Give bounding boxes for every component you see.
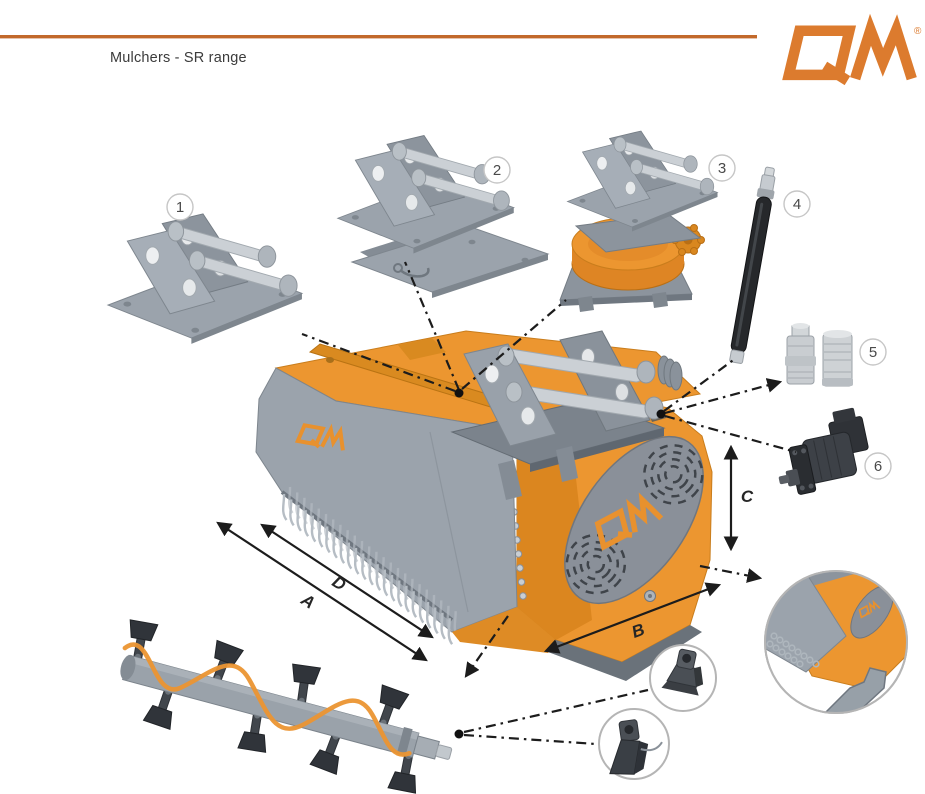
dimension-label-A: A (297, 590, 318, 613)
dimension-arrow-D (260, 523, 434, 639)
blade-flail-inset (598, 708, 670, 780)
line-to-part-1 (301, 332, 456, 393)
part-4-hydraulic-hose (729, 166, 776, 364)
line-to-part-2 (403, 261, 461, 391)
junction-dot-right (656, 409, 666, 419)
registered-mark: ® (914, 26, 922, 37)
top-mount-bracket (450, 330, 683, 500)
helix-line (122, 642, 412, 757)
svg-text:3: 3 (718, 160, 726, 177)
part-number-1: 1 (166, 193, 194, 221)
part-number-5: 5 (859, 338, 887, 366)
part-1-fixed-mount-bracket (107, 213, 303, 345)
svg-text:2: 2 (493, 162, 501, 179)
line-to-part-3 (461, 299, 567, 390)
line-to-blade-inset (463, 733, 597, 746)
part-number-6: 6 (864, 452, 892, 480)
line-to-rotor (464, 615, 509, 678)
header: Mulchers - SR range ® (0, 26, 922, 81)
svg-text:6: 6 (874, 458, 882, 475)
line-to-hammer-inset (463, 688, 649, 734)
page-title: Mulchers - SR range (110, 50, 247, 66)
line-to-part-5 (664, 378, 783, 415)
rotor-assembly (120, 619, 453, 794)
junction-dot-bottom (454, 729, 464, 739)
junction-dot-top (454, 388, 464, 398)
hammer-flail-inset (649, 644, 717, 712)
dimension-label-C: C (741, 487, 754, 506)
part-2-tilting-mount-bracket (337, 135, 550, 298)
part-number-3: 3 (708, 154, 736, 182)
line-to-skid-inset (699, 564, 763, 583)
part-number-badges: 1 2 3 4 5 6 (166, 154, 892, 480)
part-6-hydraulic-motor (778, 407, 869, 495)
mulcher-body (255, 330, 713, 681)
part-3-mount-bracket-rotator (559, 130, 718, 312)
line-to-part-4 (663, 357, 737, 412)
header-rule (0, 35, 757, 39)
part-5-quick-couplers (785, 323, 853, 387)
line-to-part-6 (664, 414, 797, 454)
bottom-frame (452, 607, 556, 653)
qm-logo-icon (789, 30, 912, 81)
part-number-2: 2 (483, 156, 511, 184)
coupler-male (785, 323, 816, 385)
dimension-arrow-B (543, 582, 722, 654)
coupler-female (822, 330, 853, 387)
skid-shoe (822, 667, 887, 713)
svg-text:5: 5 (869, 344, 877, 361)
dimension-label-D: D (329, 572, 350, 595)
svg-text:4: 4 (793, 196, 801, 213)
part-number-4: 4 (783, 190, 811, 218)
detail-teeth (766, 632, 820, 668)
connector-lines (301, 261, 797, 746)
svg-text:1: 1 (176, 199, 184, 216)
dimension-label-B: B (629, 620, 647, 642)
skid-detail-inset (764, 570, 908, 714)
